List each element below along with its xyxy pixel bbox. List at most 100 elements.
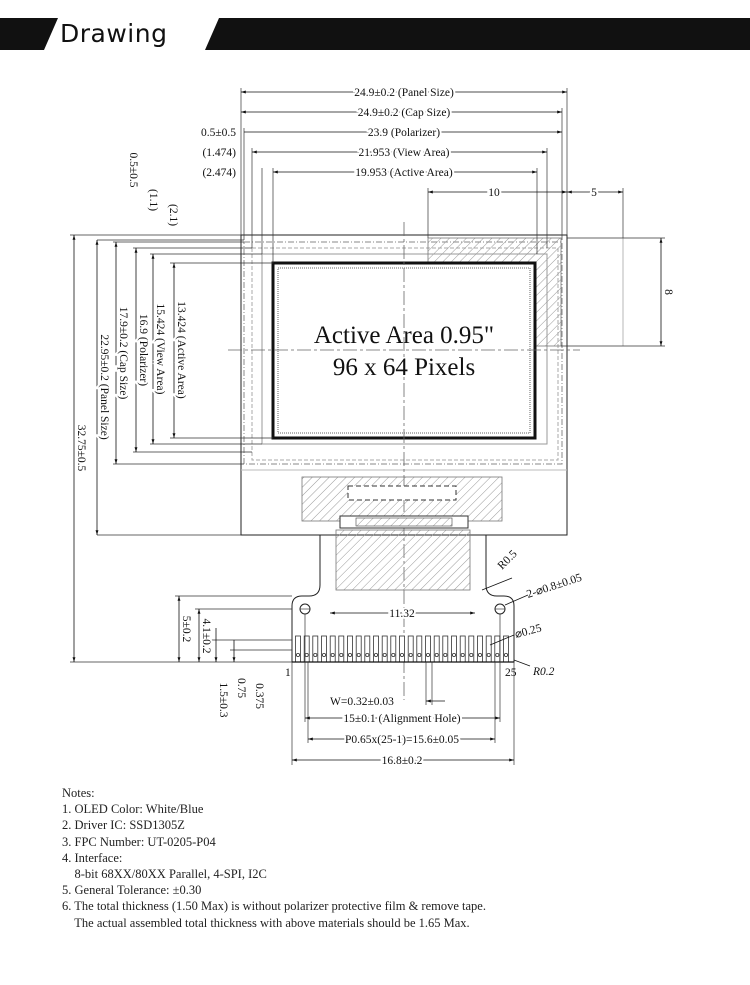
fpc-pins	[295, 635, 509, 663]
dim-fpc-5: 5±0.2	[180, 616, 192, 643]
fpc-pin-hole	[295, 653, 300, 658]
fpc-pin-hole	[408, 653, 413, 658]
fpc-pin	[468, 635, 475, 663]
dim-v-active-offset: (2.1)	[167, 204, 179, 226]
notes-block: Notes: 1. OLED Color: White/Blue 2. Driv…	[62, 785, 486, 931]
fpc-pin	[477, 635, 483, 663]
fpc-pin	[312, 635, 319, 663]
active-area-title: Active Area 0.95"	[314, 322, 494, 349]
pin-25-label: 25	[505, 667, 517, 679]
dim-panel-height: 22.95±0.2 (Panel Size)	[98, 334, 110, 439]
note-item: 1. OLED Color: White/Blue	[62, 802, 204, 817]
fpc-pin	[407, 635, 414, 663]
section-title: Drawing	[60, 19, 168, 48]
fpc-pin	[451, 635, 457, 663]
dim-alignment-hole: 15±0.1 (Alignment Hole)	[343, 713, 460, 725]
dim-hole-span: 11.32	[389, 608, 415, 620]
dim-active-height: 13.424 (Active Area)	[175, 301, 187, 399]
fpc-pin	[459, 635, 466, 663]
dim-5: 5	[591, 187, 597, 199]
note-item: 2. Driver IC: SSD1305Z	[62, 818, 185, 833]
note-item: 8-bit 68XX/80XX Parallel, 4-SPI, I2C	[62, 867, 267, 882]
fpc-pin	[485, 635, 492, 663]
fpc-pin	[494, 635, 501, 663]
dim-fpc-width: 16.8±0.2	[382, 755, 423, 767]
note-item: 5. General Tolerance: ±0.30	[62, 883, 202, 898]
dimension-lines	[72, 90, 663, 762]
fpc-pin	[442, 635, 449, 663]
fpc-pin-hole	[495, 653, 500, 658]
dim-active-width: 19.953 (Active Area)	[355, 167, 453, 179]
active-area-pixels: 96 x 64 Pixels	[333, 354, 475, 381]
dim-fpc-15: 1.5±0.3	[217, 682, 229, 717]
dim-r02: R0.2	[532, 666, 555, 678]
fpc-pin-hole	[365, 653, 370, 658]
fpc-pin-hole	[469, 653, 474, 658]
fpc-pin-hole	[477, 653, 482, 658]
dim-fpc-075: 0.75	[235, 678, 247, 698]
fpc-pin	[295, 635, 301, 663]
fpc-pin-hole	[313, 653, 318, 658]
fpc-pin	[425, 635, 431, 663]
dim-v-view-offset: (1.1)	[147, 189, 159, 211]
dim-10: 10	[488, 187, 500, 199]
extension-lines	[70, 88, 665, 765]
dim-hole-diameter: 2-⌀0.8±0.05	[525, 572, 583, 601]
note-item: 3. FPC Number: UT-0205-P04	[62, 834, 216, 849]
section-header: Drawing	[0, 18, 750, 50]
dim-fpc-0375: 0.375	[253, 683, 265, 709]
dim-cap-width: 24.9±0.2 (Cap Size)	[358, 107, 451, 119]
fpc-pin	[338, 635, 345, 663]
note-item: 6. The total thickness (1.50 Max) is wit…	[62, 899, 486, 914]
note-item: 4. Interface:	[62, 850, 123, 865]
dim-polarizer-height: 16.9 (Polarizer)	[137, 314, 149, 386]
fpc-pin	[381, 635, 388, 663]
dim-view-height: 15.424 (View Area)	[154, 304, 166, 395]
fpc-pin-hole	[443, 653, 448, 658]
fpc-pin-hole	[347, 653, 352, 658]
pin-1-label: 1	[285, 667, 291, 679]
dim-8: 8	[662, 289, 674, 295]
fpc-pin	[364, 635, 371, 663]
fpc-pin-hole	[417, 653, 422, 658]
fpc-pin	[390, 635, 397, 663]
fpc-tail	[291, 529, 515, 663]
fpc-pin	[355, 635, 362, 663]
dim-pin-diameter: ⌀0.25	[514, 622, 543, 641]
fpc-pin	[347, 635, 353, 663]
dim-v-polarizer-offset: 0.5±0.5	[127, 152, 139, 187]
notes-title: Notes:	[62, 786, 95, 800]
fpc-pin	[373, 635, 379, 663]
note-item: The actual assembled total thickness wit…	[62, 915, 470, 930]
fpc-pin-hole	[391, 653, 396, 658]
fpc-pin-hole	[425, 653, 430, 658]
dim-fpc-41: 4.1±0.2	[200, 618, 212, 653]
fpc-pin	[416, 635, 423, 663]
fpc-pin	[329, 635, 336, 663]
fpc-pin	[503, 635, 509, 663]
dim-view-width: 21.953 (View Area)	[359, 147, 450, 159]
fpc-pin-hole	[460, 653, 465, 658]
fpc-pin-hole	[339, 653, 344, 658]
fpc-pin-hole	[399, 653, 404, 658]
dim-total-height: 32.75±0.5	[75, 425, 87, 472]
fpc-pin-hole	[434, 653, 439, 658]
dim-panel-width: 24.9±0.2 (Panel Size)	[354, 87, 454, 99]
fpc-pin-hole	[451, 653, 456, 658]
fpc-pin-hole	[356, 653, 361, 658]
dim-pin-width: W=0.32±0.03	[330, 696, 394, 708]
dim-polarizer-width: 23.9 (Polarizer)	[368, 127, 440, 139]
fpc-pin	[321, 635, 327, 663]
fpc-pin-hole	[330, 653, 335, 658]
dim-active-offset: (2.474)	[202, 167, 236, 179]
center-lines	[228, 222, 580, 700]
fpc-bonding-area	[301, 476, 503, 529]
dim-r05: R0.5	[496, 548, 520, 572]
dim-polarizer-offset: 0.5±0.5	[201, 127, 236, 139]
dim-view-offset: (1.474)	[202, 147, 236, 159]
fpc-pin-hole	[503, 653, 508, 658]
dim-cap-height: 17.9±0.2 (Cap Size)	[117, 307, 129, 400]
fpc-pin-hole	[321, 653, 326, 658]
header-tab	[44, 18, 219, 50]
